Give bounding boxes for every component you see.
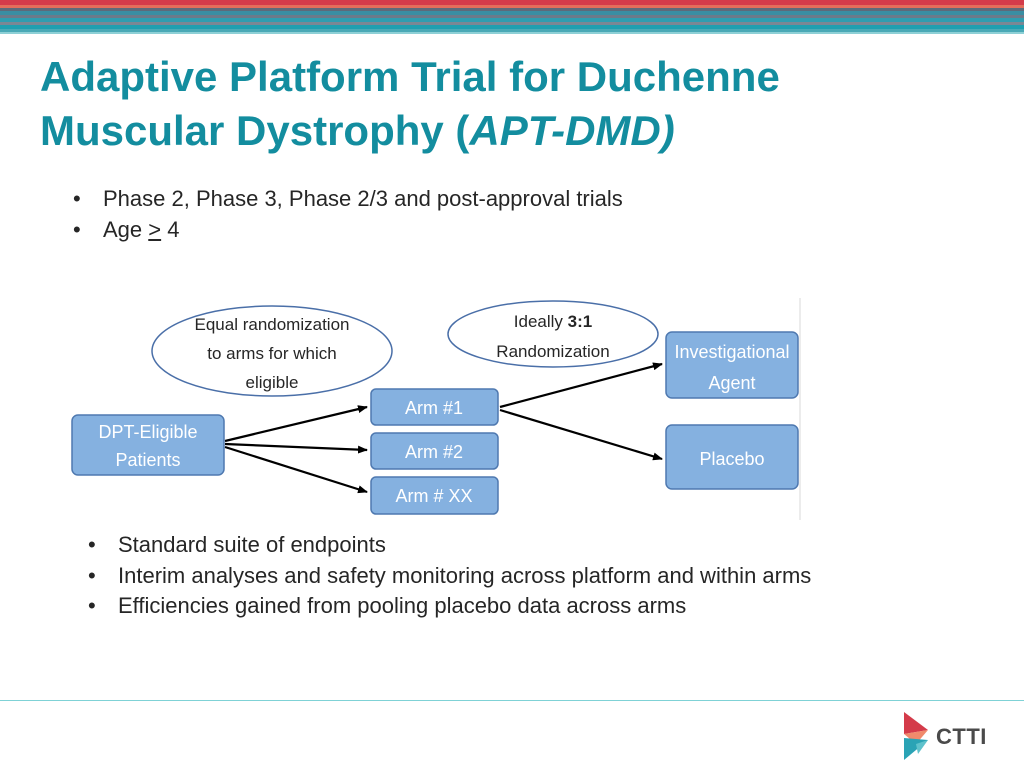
- placebo-label: Placebo: [699, 449, 764, 469]
- header-stripe-band: [0, 0, 1024, 34]
- slide-title: Adaptive Platform Trial for Duchenne Mus…: [40, 50, 1000, 158]
- arrow-arm1-to-placebo: [499, 408, 663, 461]
- title-line-2: Muscular Dystrophy (APT-DMD): [40, 104, 1000, 158]
- age-symbol: >: [148, 217, 162, 242]
- bullet-endpoints: Standard suite of endpoints: [85, 530, 811, 561]
- top-bullet-list: Phase 2, Phase 3, Phase 2/3 and post-app…: [70, 183, 623, 245]
- equal-callout-line-2: to arms for which: [207, 344, 336, 363]
- bullet-phases: Phase 2, Phase 3, Phase 2/3 and post-app…: [70, 183, 623, 214]
- arrow-patients-to-armxx: [224, 445, 368, 494]
- ratio-randomization-callout: Ideally 3:1 Randomization: [447, 300, 659, 368]
- ctti-logo-wordmark: CTTI: [936, 724, 987, 749]
- equal-randomization-callout: Equal randomization to arms for which el…: [151, 305, 393, 397]
- arrow-arm1-to-agent: [499, 362, 663, 409]
- bottom-bullet-list: Standard suite of endpoints Interim anal…: [85, 530, 811, 622]
- node-investigational-agent: Investigational Agent: [665, 331, 799, 399]
- title-line-2-text: Muscular Dystrophy (: [40, 107, 470, 154]
- equal-callout-line-1: Equal randomization: [195, 315, 350, 334]
- agent-label-line-1: Investigational: [674, 342, 789, 362]
- patients-label-line-2: Patients: [115, 450, 180, 470]
- equal-callout-line-3: eligible: [246, 373, 299, 392]
- bullet-age: Age > 4: [70, 214, 623, 245]
- agent-label-line-2: Agent: [708, 373, 755, 393]
- ctti-logo-icon: [904, 712, 928, 760]
- patients-label-line-1: DPT-Eligible: [98, 422, 197, 442]
- arm-xx-label: Arm # XX: [395, 486, 472, 506]
- ctti-logo: CTTI: [900, 708, 1010, 764]
- title-acronym: APT-DMD): [469, 107, 675, 154]
- age-label: Age: [103, 217, 149, 242]
- node-arm-1: Arm #1: [370, 388, 499, 426]
- ratio-callout-line-1: Ideally 3:1: [514, 312, 592, 331]
- arrow-patients-to-arm1: [224, 405, 368, 443]
- node-placebo: Placebo: [665, 424, 799, 490]
- bullet-efficiencies: Efficiencies gained from pooling placebo…: [85, 591, 811, 622]
- age-value: 4: [161, 217, 180, 242]
- node-arm-xx: Arm # XX: [370, 476, 499, 515]
- node-arm-2: Arm #2: [370, 432, 499, 470]
- ratio-prefix: Ideally: [514, 312, 568, 331]
- arm-2-label: Arm #2: [405, 442, 463, 462]
- bullet-interim-analyses: Interim analyses and safety monitoring a…: [85, 561, 811, 592]
- ratio-value: 3:1: [568, 312, 593, 331]
- title-line-1: Adaptive Platform Trial for Duchenne: [40, 53, 780, 100]
- node-eligible-patients: DPT-Eligible Patients: [71, 414, 225, 476]
- arrow-patients-to-arm2: [224, 442, 368, 454]
- footer-divider: [0, 700, 1024, 701]
- arm-1-label: Arm #1: [405, 398, 463, 418]
- ratio-callout-line-2: Randomization: [496, 342, 609, 361]
